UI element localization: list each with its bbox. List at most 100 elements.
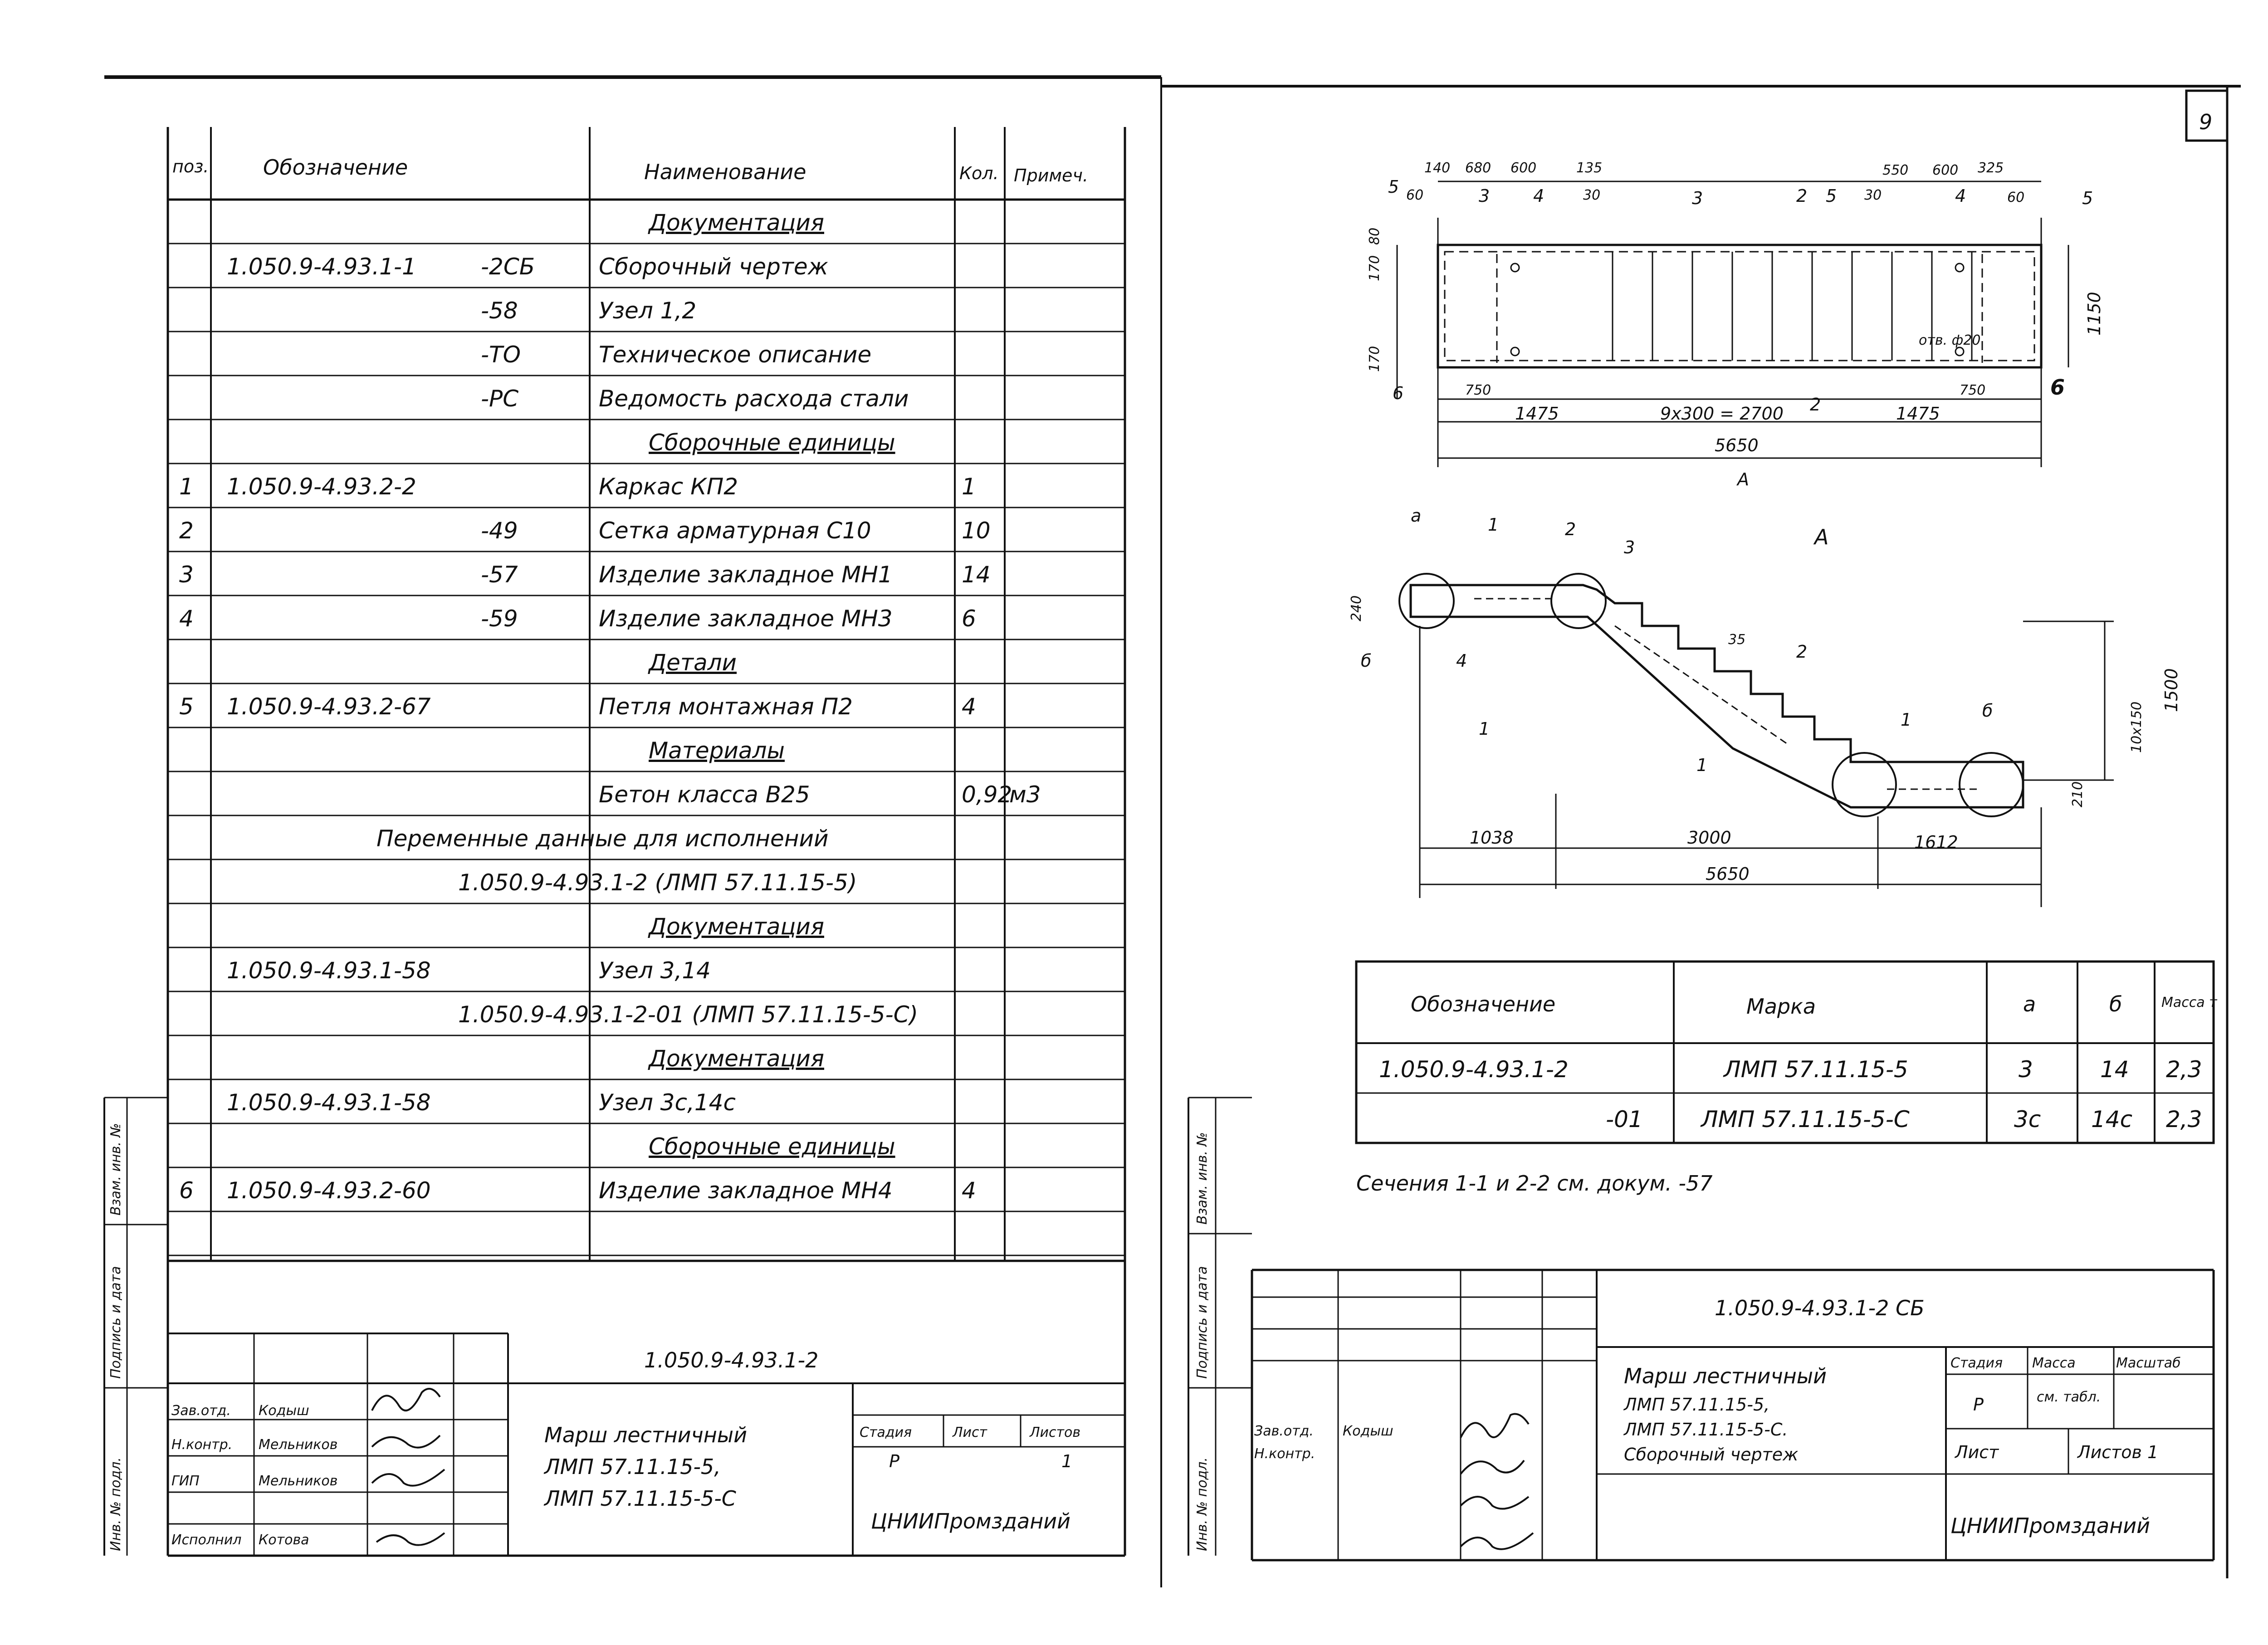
spec-name: Каркас КП2 [599,473,738,500]
spec-suffix: -РС [481,386,518,412]
plan-view-mark: А [1736,469,1749,489]
spec-pos: 2 [179,517,194,544]
spec-designation: 1.050.9-4.93.1-1 [227,254,416,280]
var-col-designation: Обозначение [1411,992,1555,1016]
role-3: ГИП [171,1473,200,1489]
section-dim-240: 240 [1349,596,1364,621]
plan-mark-3b: 3 [1692,188,1703,208]
right-sheets-label: Листов 1 [2077,1442,2158,1462]
var-row1-b: 14 [2100,1056,2129,1083]
spec-name: Изделие закладное МН1 [599,561,893,588]
section-label-3: 3 [1624,537,1635,557]
spec-name: Изделие закладное МН3 [599,605,893,632]
plan-left-80: 80 [1367,228,1383,245]
right-signature-1 [1460,1413,1530,1438]
spec-name: Изделие закладное МН4 [599,1177,893,1204]
side-label-replaced: Взам. инв. № [108,1123,124,1215]
right-side-strip: Взам. инв. № Подпись и дата Инв. № подл. [1188,1097,1252,1556]
left-stamp-title2: ЛМП 57.11.15-5, [543,1455,721,1479]
right-stage-label: Стадия [1950,1355,2003,1371]
left-org: ЦНИИПромзданий [871,1509,1070,1533]
spec-section-title: Сборочные единицы [649,1133,895,1160]
plan-dim-140: 140 [1424,160,1450,176]
col-pos: поз. [172,156,209,176]
spec-suffix: -59 [481,605,518,632]
spec-section-title: Документация [648,1045,824,1072]
left-stamp-title3: ЛМП 57.11.15-5-С [543,1486,736,1511]
spec-pos: 6 [179,1177,194,1204]
spec-name: Узел 3,14 [599,957,711,984]
plan-mark-6a: 6 [1393,383,1403,403]
section-label-1top: 1 [1488,515,1499,535]
var-col-mark: Марка [1746,994,1816,1019]
left-sheets: 1 [1061,1451,1072,1471]
plan-mark-5b: 5 [1826,186,1837,206]
plan-left-170b: 170 [1367,346,1383,372]
right-signature-4 [1460,1532,1534,1550]
spec-pos: 1 [179,473,194,500]
plan-height-1150: 1150 [2084,292,2104,336]
spec-name: Сборочный чертеж [599,254,828,280]
spec-pos: 5 [179,693,194,720]
spec-suffix: -49 [481,517,518,544]
right-role-1: Зав.отд. [1254,1423,1314,1439]
plan-mark-4a: 4 [1533,186,1544,206]
plan-dim-550: 550 [1882,162,1908,178]
right-stamp-code: 1.050.9-4.93.1-2 СБ [1715,1296,1925,1320]
right-signature-2 [1460,1460,1525,1475]
spec-name: Узел 3с,14с [599,1089,736,1116]
section-dim-3000: 3000 [1687,828,1731,848]
var-col-mass: Масса т [2161,995,2218,1010]
plan-view: 140 680 600 135 550 600 325 60 30 30 60 … [1367,160,2104,489]
signature-4 [376,1532,445,1546]
plan-dim-1475a: 1475 [1515,404,1559,424]
spec-section-title: Документация [648,913,824,940]
section-label-2: 2 [1565,519,1576,539]
spec-name: Узел 1,2 [599,298,696,324]
var-row2-mass: 2,3 [2166,1106,2202,1132]
sheet-number-box [2185,89,2229,142]
right-side-sign: Подпись и дата [1194,1266,1210,1379]
sheet-number: 9 [2199,110,2212,134]
plan-mark-5c: 5 [2082,188,2093,208]
right-stamp-title1: Марш лестничный [1624,1364,1827,1388]
section-view: А а 1 2 3 б 4 1 35 2 1 б 1 240 210 10х15… [1349,506,2181,907]
plan-mark-3a: 3 [1479,186,1490,206]
spec-suffix: -2СБ [481,254,535,280]
left-side-strip: Взам. инв. № Подпись и дата Инв. № подл. [103,1097,168,1556]
plan-sub-30a: 30 [1583,187,1600,203]
left-stamp-title1: Марш лестничный [544,1423,747,1447]
right-stamp-title2: ЛМП 57.11.15-5, [1623,1395,1769,1415]
left-stamp-code: 1.050.9-4.93.1-2 [644,1348,818,1372]
spec-section-title: Документация [648,210,824,236]
plan-mark-5a: 5 [1388,177,1399,197]
plan-mark-6b: 6 [2050,375,2065,400]
spec-suffix: -57 [481,561,518,588]
spec-qty: 14 [962,561,991,588]
section-label-1mid: 1 [1696,755,1707,775]
col-designation: Обозначение [263,155,408,180]
spec-suffix: -58 [481,298,518,324]
section-label-2b: 2 [1796,642,1807,662]
spec-designation: 1.050.9-4.93.1-58 [227,957,431,984]
col-name: Наименование [644,160,806,184]
spec-qty: 10 [962,517,991,544]
var-row1-mass: 2,3 [2166,1056,2202,1083]
left-title-block: 1.050.9-4.93.1-2 Марш лестничный ЛМП 57.… [168,1259,1126,1557]
plan-left-170a: 170 [1367,255,1383,281]
role-4: Исполнил [171,1532,241,1548]
role-1: Зав.отд. [171,1403,231,1419]
specification-rows: Документация 1.050.9-4.93.1-1 -2СБ Сборочны… [168,210,1125,1256]
right-sheet-label: Лист [1954,1442,1999,1462]
left-sheets-label: Листов [1029,1425,1080,1440]
section-dim-1612: 1612 [1914,832,1958,852]
col-note: Примеч. [1014,166,1088,185]
var-row1-a: 3 [2019,1056,2033,1083]
sections-note: Сечения 1-1 и 2-2 см. докум. -57 [1356,1171,1712,1196]
plan-mark-2: 2 [1796,186,1807,206]
right-stamp-title4: Сборочный чертеж [1624,1445,1798,1464]
right-mass: см. табл. [2037,1389,2101,1405]
name-3: Мельников [259,1473,337,1489]
plan-sub-30b: 30 [1864,187,1882,203]
spec-variant-code: 1.050.9-4.93.1-2-01 (ЛМП 57.11.15-5-С) [458,1001,918,1028]
